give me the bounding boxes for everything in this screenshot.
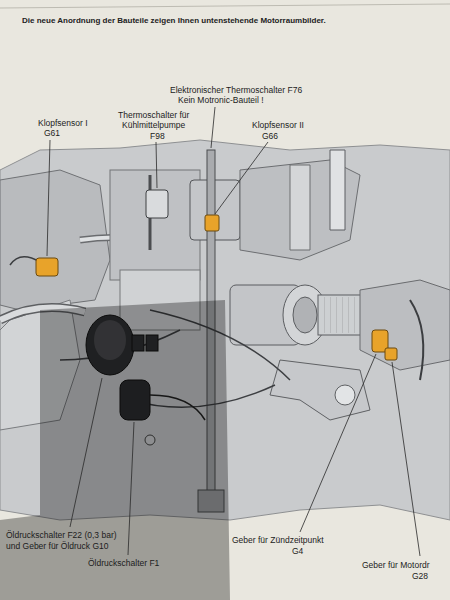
- part-name: Klopfsensor II: [252, 120, 304, 130]
- part-code: G4: [292, 546, 303, 556]
- part-name: Geber für Zündzeitpunkt: [232, 535, 324, 545]
- part-name: Geber für Motordr: [362, 560, 430, 570]
- part-name: Öldruckschalter F22 (0,3 bar): [6, 530, 117, 540]
- part-code: G66: [262, 131, 278, 141]
- part-name: Öldruckschalter F1: [88, 558, 159, 568]
- part-name: Thermoschalter für: [118, 110, 189, 120]
- note: Kein Motronic-Bauteil !: [178, 95, 264, 105]
- part-name: Kühlmittelpumpe: [122, 120, 185, 130]
- part-code: G28: [412, 571, 428, 581]
- part-name: Elektronischer Thermoschalter F76: [170, 85, 302, 95]
- part-code: G61: [44, 128, 60, 138]
- part-name: Klopfsensor I: [38, 118, 88, 128]
- part-code: F98: [150, 131, 165, 141]
- page-heading: Die neue Anordnung der Bauteile zeigen I…: [22, 16, 326, 26]
- part-name: und Geber für Öldruck G10: [6, 541, 109, 551]
